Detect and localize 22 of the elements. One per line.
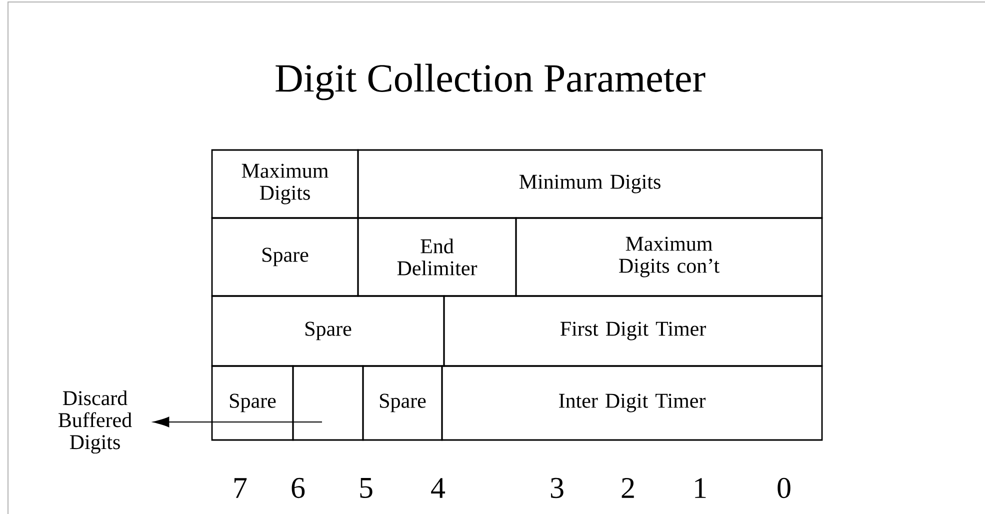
discard-label: Discard Buffered Digits [58, 390, 132, 454]
field-cell: Inter Digit Timer [441, 365, 823, 441]
bit-number: 2 [622, 478, 634, 498]
field-cell: Spare [211, 365, 294, 441]
title: Digit Collection Parameter [276, 64, 706, 100]
bit-number: 5 [360, 478, 372, 498]
field-cell: Spare [362, 365, 443, 441]
bit-number: 3 [550, 478, 564, 498]
field-cell: First Digit Timer [443, 295, 823, 367]
bit-number: 1 [695, 478, 706, 498]
field-cell: Spare [211, 217, 359, 297]
bit-number: 6 [292, 478, 305, 498]
bit-number: 0 [778, 478, 790, 498]
field-cell [292, 365, 364, 441]
bit-number: 4 [431, 478, 446, 498]
field-cell: Spare [211, 295, 445, 367]
field-cell: End Delimiter [357, 217, 517, 297]
bit-number: 7 [234, 478, 247, 498]
field-cell: Maximum Digits [211, 149, 359, 219]
field-cell: Minimum Digits [357, 149, 823, 219]
leader-arrow [153, 416, 322, 428]
field-cell: Maximum Digits con’t [515, 217, 823, 297]
